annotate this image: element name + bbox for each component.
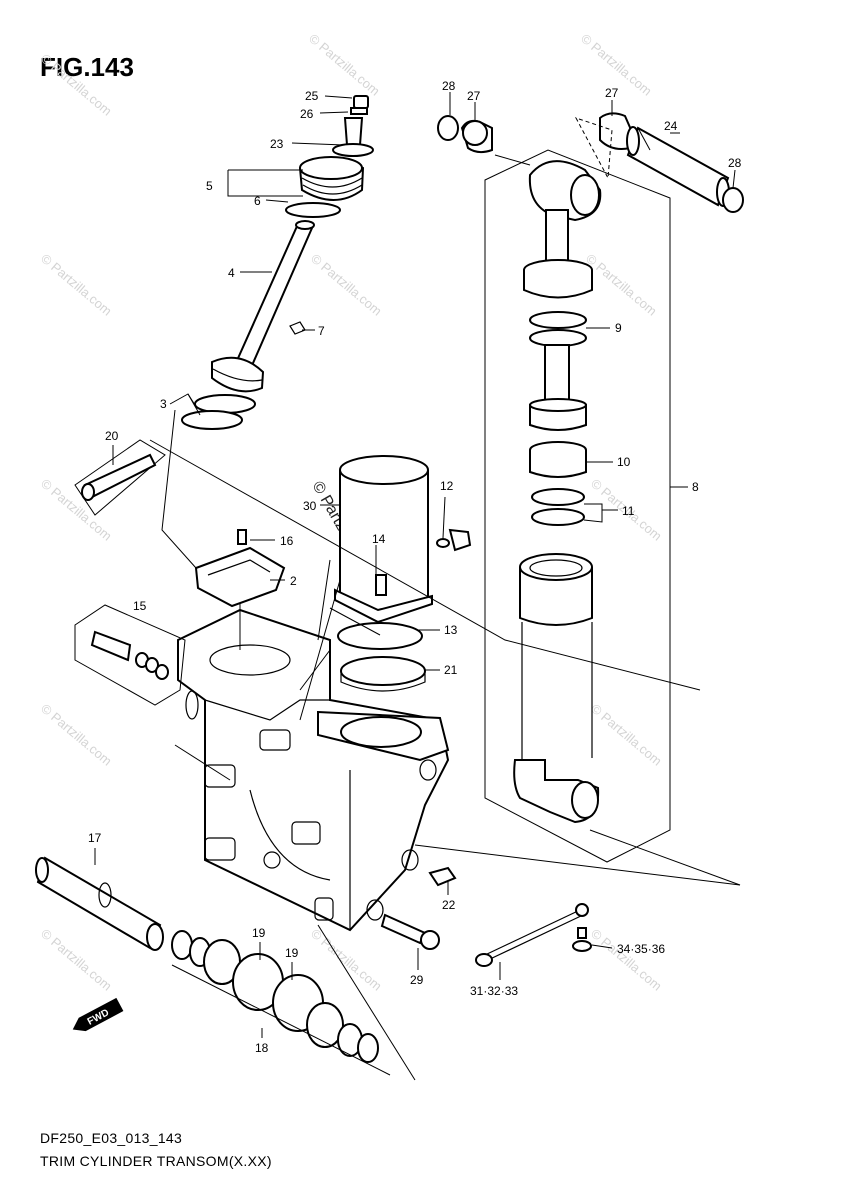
reservoir-can <box>334 455 472 692</box>
callout-label: 28 <box>728 156 742 170</box>
figure-title: FIG.143 <box>40 52 134 82</box>
callout-label: 4 <box>228 266 235 280</box>
callout-label: 22 <box>442 898 456 912</box>
callout-label: 7 <box>318 324 325 338</box>
callout-label: 3 <box>160 397 167 411</box>
callout-label: 9 <box>615 321 622 335</box>
watermark: © Partzilla.com <box>38 926 115 994</box>
callout-label: 19 <box>252 926 266 940</box>
callout-label: 20 <box>105 429 119 443</box>
callout-label: 24 <box>664 119 678 133</box>
callout-label: 25 <box>305 89 319 103</box>
watermark: © Partzilla.com <box>588 701 665 769</box>
reservoir-assembly <box>181 95 374 430</box>
callout-label: 18 <box>255 1041 269 1055</box>
watermark: © Partzilla.com <box>583 251 660 319</box>
callout-label: 16 <box>280 534 294 548</box>
callout-label: 30 <box>303 499 317 513</box>
callout-label: 21 <box>444 663 458 677</box>
callout-leaders <box>94 92 736 1038</box>
callout-label: 2 <box>290 574 297 588</box>
callout-label: 15 <box>133 599 147 613</box>
transom-housing <box>177 608 450 932</box>
callout-label: 5 <box>206 179 213 193</box>
callout-label: 14 <box>372 532 386 546</box>
callout-label: 13 <box>444 623 458 637</box>
watermark: © Partzilla.com <box>308 251 385 319</box>
callout-label: 27 <box>467 89 481 103</box>
callout-label: 6 <box>254 194 261 208</box>
callout-label: 34·35·36 <box>617 942 665 956</box>
callout-label: 11 <box>622 504 635 518</box>
watermark: © Partzilla.com <box>588 926 665 994</box>
valve-plate <box>194 529 286 608</box>
callout-label: 27 <box>605 86 619 100</box>
callout-label: 31·32·33 <box>470 984 518 998</box>
callout-labels: 25 26 23 5 6 4 7 3 20 16 2 15 30 14 12 1… <box>88 79 742 1055</box>
watermark: © Partzilla.com <box>38 51 115 119</box>
forward-direction-badge: FWD <box>72 997 124 1032</box>
watermark: © Partzilla.com <box>308 926 385 994</box>
watermark: © Partzilla.com <box>38 251 115 319</box>
figure-code: DF250_E03_013_143 <box>40 1130 183 1146</box>
callout-label: 12 <box>440 479 454 493</box>
figure-name: TRIM CYLINDER TRANSOM(X.XX) <box>40 1153 272 1169</box>
bolts-and-ground-wire <box>380 866 592 967</box>
watermark: © Partzilla.com <box>38 701 115 769</box>
callout-label: 28 <box>442 79 456 93</box>
callout-label: 23 <box>270 137 284 151</box>
callout-label: 19 <box>285 946 299 960</box>
upper-mount-hardware <box>437 112 744 213</box>
relief-valve-kit <box>74 604 186 706</box>
tilt-shaft-assembly <box>35 856 391 1076</box>
leader-lines <box>149 127 741 1081</box>
callout-label: 26 <box>300 107 314 121</box>
callout-label: 17 <box>88 831 102 845</box>
callout-label: 8 <box>692 480 699 494</box>
callout-label: 10 <box>617 455 631 469</box>
fwd-label: FWD <box>86 1007 111 1027</box>
callout-label: 29 <box>410 973 424 987</box>
manual-release-screw <box>74 439 166 516</box>
trim-cylinder-assembly <box>484 149 671 863</box>
